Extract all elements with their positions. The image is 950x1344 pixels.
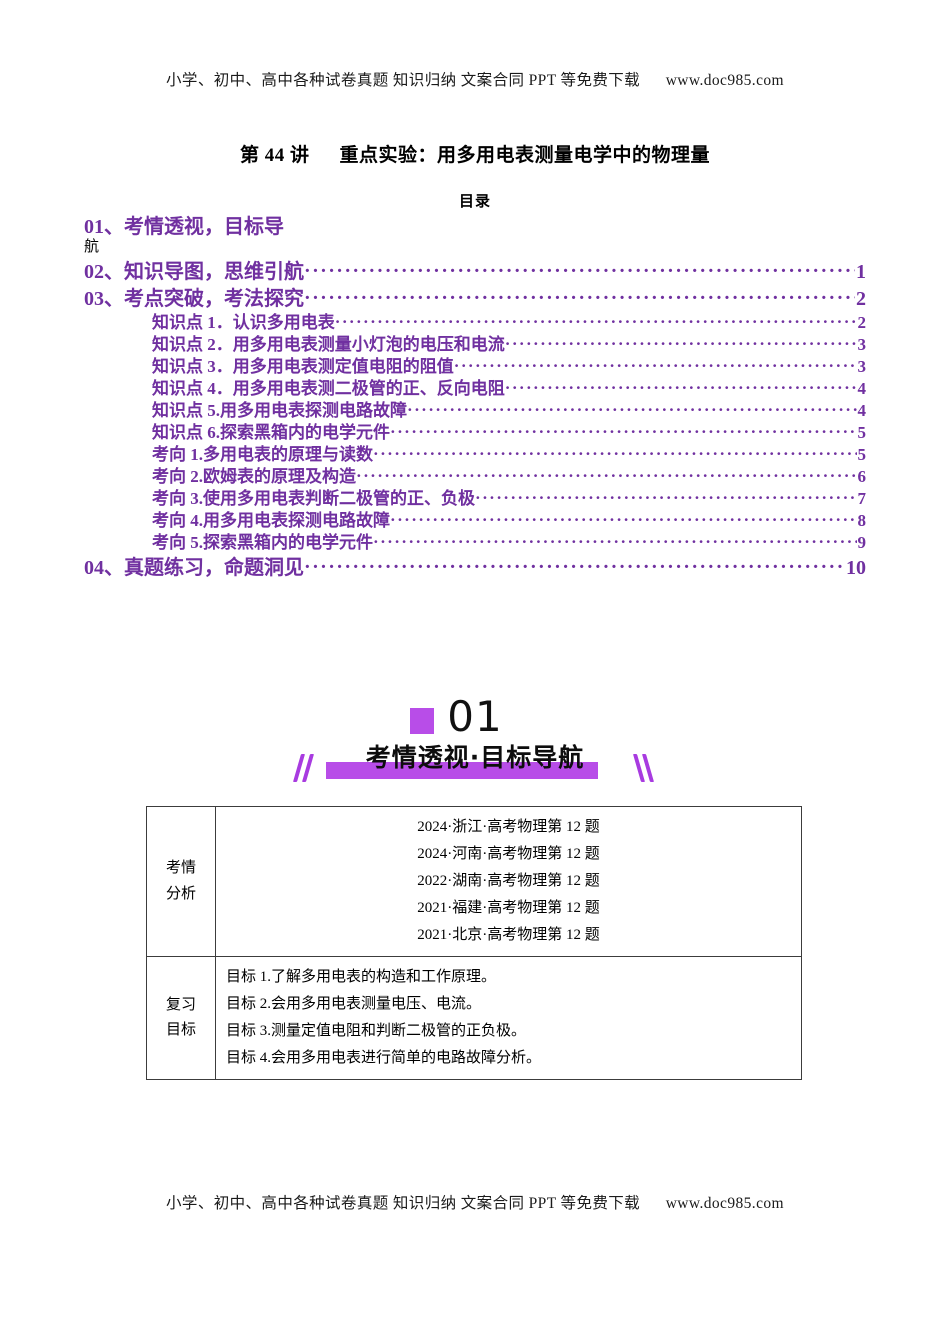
toc-page-number: 2 [857,313,867,333]
toc-entry[interactable]: 知识点 2．用多用电表测量小灯泡的电压和电流··················… [84,335,867,355]
toc-dot-leader: ········································… [390,423,857,442]
slash-decoration-right-icon [632,754,659,784]
toc-entry[interactable]: 知识点 5.用多用电表探测电路故障·······················… [84,401,867,421]
banner-number: 01 [447,692,503,741]
page-title: 第 44 讲 重点实验：用多用电表测量电学中的物理量 [239,145,710,166]
toc-page-number: 6 [857,467,867,487]
table-row-label-line: 分析 [165,885,196,902]
toc-entry[interactable]: 01、考情透视，目标导 [84,216,866,238]
table-row: 考情分析 2024·浙江·高考物理第 12 题 2024·河南·高考物理第 12 题… [146,806,802,957]
toc-entry-label: 考向 5.探索黑箱内的电学元件 [152,533,373,553]
toc-page-number: 5 [857,423,867,443]
toc-entry[interactable]: 02、知识导图，思维引航····························… [84,260,866,283]
toc-entry[interactable]: 03、考点突破，考法探究····························… [84,287,866,310]
exam-info-table: 考情分析 2024·浙江·高考物理第 12 题 2024·河南·高考物理第 12 题… [146,806,802,1080]
toc-dot-leader: ········································… [373,445,857,464]
toc-entry-label: 知识点 6.探索黑箱内的电学元件 [152,423,390,443]
table-row-label-line: 考情 [165,860,196,876]
toc-entry[interactable]: 04、真题练习，命题洞见····························… [84,557,866,580]
toc-entry-label: 04、真题练习，命题洞见 [84,557,304,580]
toc-dot-leader: ········································… [504,379,857,398]
toc-entry-wrapped-text: 航 [84,239,100,256]
footer-watermark: 小学、初中、高中各种试卷真题 知识归纳 文案合同 PPT 等免费下载 www.d… [166,1195,784,1212]
toc-dot-leader: ········································… [304,557,845,579]
toc-page-number: 4 [857,379,867,399]
table-cell-line: 目标 3.测量定值电阻和判断二极管的正负极。 [226,1023,527,1039]
toc-entry-label: 03、考点突破，考法探究 [84,287,304,310]
toc-dot-leader: ········································… [504,335,857,354]
toc-page-number: 9 [857,533,867,553]
table-cell-line: 2024·浙江·高考物理第 12 题 [417,819,600,835]
toc-page-number: 8 [857,511,867,531]
toc-dot-leader: ········································… [356,467,857,486]
toc-page-number: 3 [857,335,867,355]
table-cell-line: 2021·北京·高考物理第 12 题 [417,927,600,943]
slash-decoration-left-icon [292,754,321,784]
banner-square-decoration [410,708,434,734]
toc-heading: 目录 [458,194,491,210]
table-cell-line: 2021·福建·高考物理第 12 题 [417,900,600,916]
table-row-label-line: 复习 [165,996,196,1013]
toc-entry-label: 考向 3.使用多用电表判断二极管的正、负极 [152,489,475,509]
toc-entry[interactable]: 考向 3.使用多用电表判断二极管的正、负极···················… [84,489,867,509]
toc-dot-leader: ········································… [373,533,857,552]
toc-dot-leader: ········································… [453,357,857,376]
toc-dot-leader: ········································… [304,260,855,282]
table-cell-line: 2024·河南·高考物理第 12 题 [417,846,600,862]
toc-entry[interactable]: 考向 2.欧姆表的原理及构造··························… [84,467,867,487]
toc-page-number: 1 [856,260,866,283]
table-cell-line: 目标 2.会用多用电表测量电压、电流。 [226,996,482,1012]
table-row: 复习目标目标 1.了解多用电表的构造和工作原理。目标 2.会用多用电表测量电压、… [146,956,802,1080]
table-row-label: 考情分析 [146,806,216,957]
toc-entry-label: 知识点 1．认识多用电表 [152,313,335,333]
toc-entry[interactable]: 知识点 4．用多用电表测二极管的正、反向电阻··················… [84,379,867,399]
toc-entry-label: 知识点 2．用多用电表测量小灯泡的电压和电流 [152,335,505,355]
banner-title-group: 考情透视·目标导航 [292,738,655,784]
toc-page-number: 5 [857,445,867,465]
toc-entry[interactable]: 知识点 3．用多用电表测定值电阻的阻值·····················… [84,357,867,377]
toc-entry-label: 考向 1.多用电表的原理与读数 [152,445,373,465]
header-watermark: 小学、初中、高中各种试卷真题 知识归纳 文案合同 PPT 等免费下载 www.d… [166,72,784,89]
toc-entry[interactable]: 考向 5.探索黑箱内的电学元件·························… [84,533,867,553]
table-cell-line: 目标 1.了解多用电表的构造和工作原理。 [226,969,497,985]
toc-entry[interactable]: 知识点 6.探索黑箱内的电学元件························… [84,423,867,443]
toc-page-number: 4 [857,401,867,421]
table-cell-line: 目标 4.会用多用电表进行简单的电路故障分析。 [226,1050,542,1066]
section-banner: 01 考情透视·目标导航 [0,692,950,784]
banner-title: 考情透视·目标导航 [365,743,585,772]
toc-entry-label: 01、考情透视，目标导 [84,216,284,238]
banner-highlight-bar [326,762,598,779]
toc-page-number: 7 [857,489,867,509]
toc-page-number: 3 [857,357,867,377]
banner-number-group: 01 [305,692,645,741]
toc-dot-leader: ········································… [390,511,857,530]
toc-page-number: 2 [856,287,866,310]
table-cell-line: 2022·湖南·高考物理第 12 题 [417,873,600,889]
toc-entry-label: 考向 2.欧姆表的原理及构造 [152,467,356,487]
toc-dot-leader: ········································… [304,287,855,309]
table-row-content: 目标 1.了解多用电表的构造和工作原理。目标 2.会用多用电表测量电压、电流。目… [215,956,802,1080]
toc-entry-label: 02、知识导图，思维引航 [84,260,304,283]
toc-entry[interactable]: 知识点 1．认识多用电表····························… [84,313,867,333]
toc-entry[interactable]: 考向 1.多用电表的原理与读数·························… [84,445,867,465]
toc-dot-leader: ········································… [334,313,857,332]
toc-entry-label: 知识点 3．用多用电表测定值电阻的阻值 [152,357,454,377]
toc-entry[interactable]: 考向 4.用多用电表探测电路故障························… [84,511,867,531]
table-row-label: 复习目标 [146,956,216,1080]
table-row-label-line: 目标 [165,1022,196,1038]
toc-dot-leader: ········································… [407,401,857,420]
table-row-content: 2024·浙江·高考物理第 12 题 2024·河南·高考物理第 12 题 2022… [215,806,802,957]
toc-dot-leader: ········································… [475,489,857,508]
toc-entry-label: 考向 4.用多用电表探测电路故障 [152,511,390,531]
toc-page-number: 10 [846,557,866,580]
toc-entry-label: 知识点 4．用多用电表测二极管的正、反向电阻 [152,379,505,399]
toc-entry-label: 知识点 5.用多用电表探测电路故障 [152,401,407,421]
